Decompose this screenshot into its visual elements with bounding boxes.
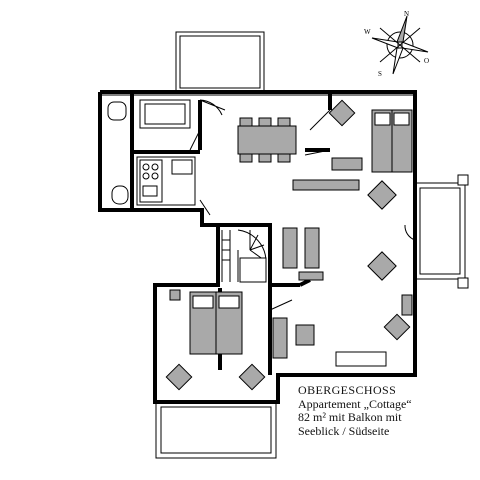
compass-n: N (404, 10, 409, 18)
plan-caption: OBERGESCHOSS Appartement „Cottage“ 82 m²… (298, 383, 412, 438)
dining-table (237, 117, 297, 163)
living-room (282, 179, 413, 316)
bedroom-top (328, 99, 413, 173)
compass: N S W O (364, 10, 429, 78)
balcony-bottom (155, 401, 277, 459)
study-area (272, 313, 411, 367)
bedroom-bottom (165, 289, 266, 391)
floor-label: OBERGESCHOSS (298, 383, 397, 397)
description-line-3: Seeblick / Südseite (298, 423, 390, 438)
staircase (221, 229, 267, 283)
description-line-2: 82 m² mit Balkon mit (298, 410, 402, 424)
kitchen-counter (136, 156, 196, 206)
exterior-walls (98, 90, 417, 404)
balcony-right (414, 174, 469, 289)
compass-o: O (424, 57, 429, 65)
balcony-top (175, 31, 265, 93)
interior-walls (100, 92, 415, 375)
bathroom (107, 99, 191, 205)
compass-s: S (378, 70, 382, 78)
windows (99, 91, 416, 403)
compass-w: W (364, 28, 371, 36)
description-line-1: Appartement „Cottage“ (298, 396, 412, 411)
